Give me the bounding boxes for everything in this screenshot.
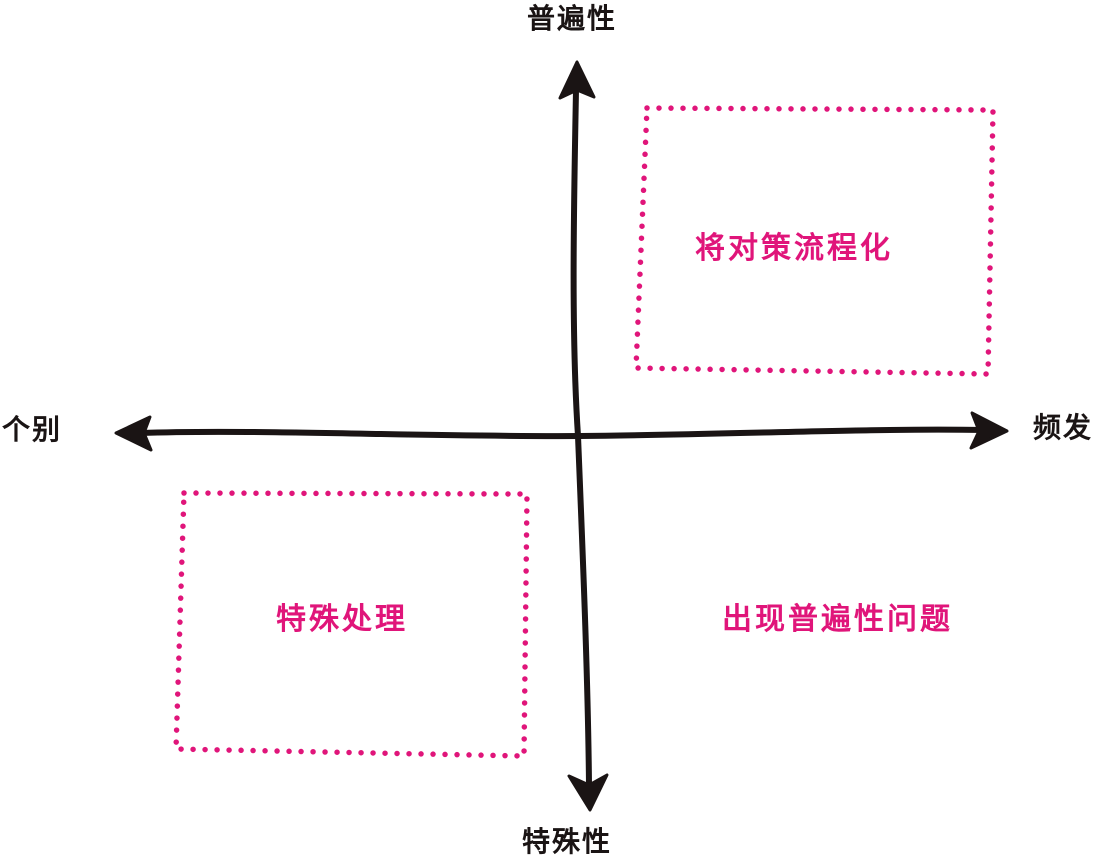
axis-label-left: 个别 [2,413,63,446]
lower-left-dotted-box [173,490,530,759]
axis-label-top: 普遍性 [527,2,618,35]
vertical-axis-line [570,87,592,788]
axis-label-right: 频发 [1033,411,1094,444]
quadrant-label-upper-right: 将对策流程化 [695,231,893,266]
quadrant-label-lower-right: 出现普遍性问题 [722,602,953,637]
quadrant-label-lower-left: 特殊处理 [276,602,408,637]
horizontal-axis-line [137,426,988,440]
axis-label-bottom: 特殊性 [522,825,613,858]
bottom-arrowhead [567,773,609,812]
upper-right-dotted-box [633,105,996,377]
right-arrowhead [969,411,1009,450]
left-arrowhead [114,415,153,452]
top-arrowhead [558,60,596,100]
